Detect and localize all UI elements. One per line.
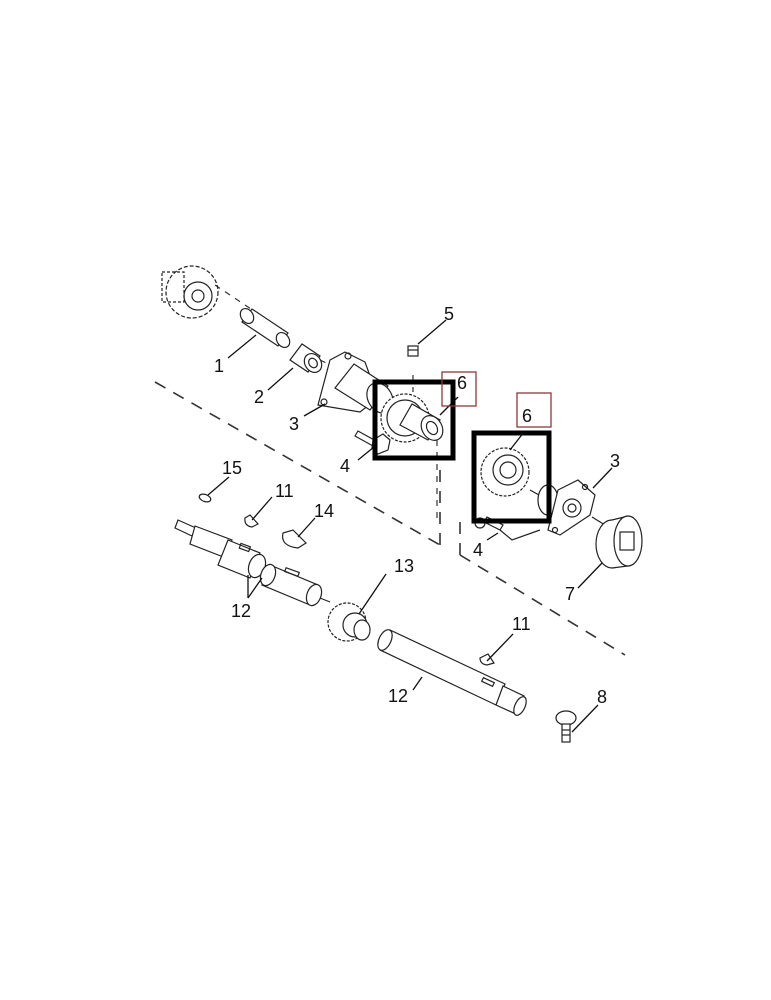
part-8-bolt bbox=[555, 710, 577, 743]
highlight-box-left-sprocket bbox=[372, 379, 456, 461]
leader-lines bbox=[207, 319, 613, 733]
label-part-15: 15 bbox=[222, 458, 242, 478]
label-part-4-left: 4 bbox=[340, 456, 350, 476]
part-11-upper-key bbox=[244, 514, 259, 528]
label-part-11-upper: 11 bbox=[275, 481, 294, 501]
label-part-8: 8 bbox=[597, 687, 607, 707]
part-1-sleeve bbox=[239, 307, 291, 349]
dashed-guide-right bbox=[459, 554, 626, 656]
part-11-lower-key bbox=[479, 653, 495, 666]
part-15-key bbox=[198, 493, 212, 503]
part-14-key bbox=[281, 529, 307, 549]
part-13-sprocket bbox=[327, 602, 371, 642]
label-part-6-right: 6 bbox=[522, 406, 532, 426]
label-part-7: 7 bbox=[565, 584, 575, 604]
label-part-11-lower: 11 bbox=[512, 614, 531, 634]
sprocket-phantom bbox=[161, 265, 219, 319]
axis-line-top bbox=[214, 284, 261, 316]
label-part-12-left: 12 bbox=[231, 601, 251, 621]
part-3-right-flange bbox=[537, 479, 606, 536]
label-part-14: 14 bbox=[314, 501, 334, 521]
part-2-bushing bbox=[289, 343, 323, 374]
part-5-set-screw bbox=[407, 345, 419, 357]
label-part-3-right: 3 bbox=[610, 451, 620, 471]
label-part-2: 2 bbox=[254, 387, 264, 407]
callout-box-part-6-right bbox=[516, 392, 552, 428]
highlight-box-right-sprocket bbox=[471, 430, 552, 524]
label-part-4-right: 4 bbox=[473, 540, 483, 560]
part-12-lower-shaft bbox=[377, 629, 527, 716]
part-12-left-shafts bbox=[174, 519, 331, 607]
label-part-6-left: 6 bbox=[457, 373, 467, 393]
callout-box-part-6-left bbox=[441, 371, 477, 407]
label-part-3-left: 3 bbox=[289, 414, 299, 434]
part-7-bearing bbox=[595, 515, 643, 569]
part-number-labels: 1 2 3 4 5 6 6 3 4 7 15 11 14 12 13 11 12… bbox=[214, 304, 620, 707]
dashed-guide-left bbox=[154, 381, 441, 546]
label-part-12-lower: 12 bbox=[388, 686, 408, 706]
part-6-right-sprocket bbox=[480, 447, 549, 501]
label-part-5: 5 bbox=[444, 304, 454, 324]
label-part-13: 13 bbox=[394, 556, 414, 576]
part-6-left-sprocket bbox=[380, 393, 444, 443]
label-part-1: 1 bbox=[214, 356, 224, 376]
